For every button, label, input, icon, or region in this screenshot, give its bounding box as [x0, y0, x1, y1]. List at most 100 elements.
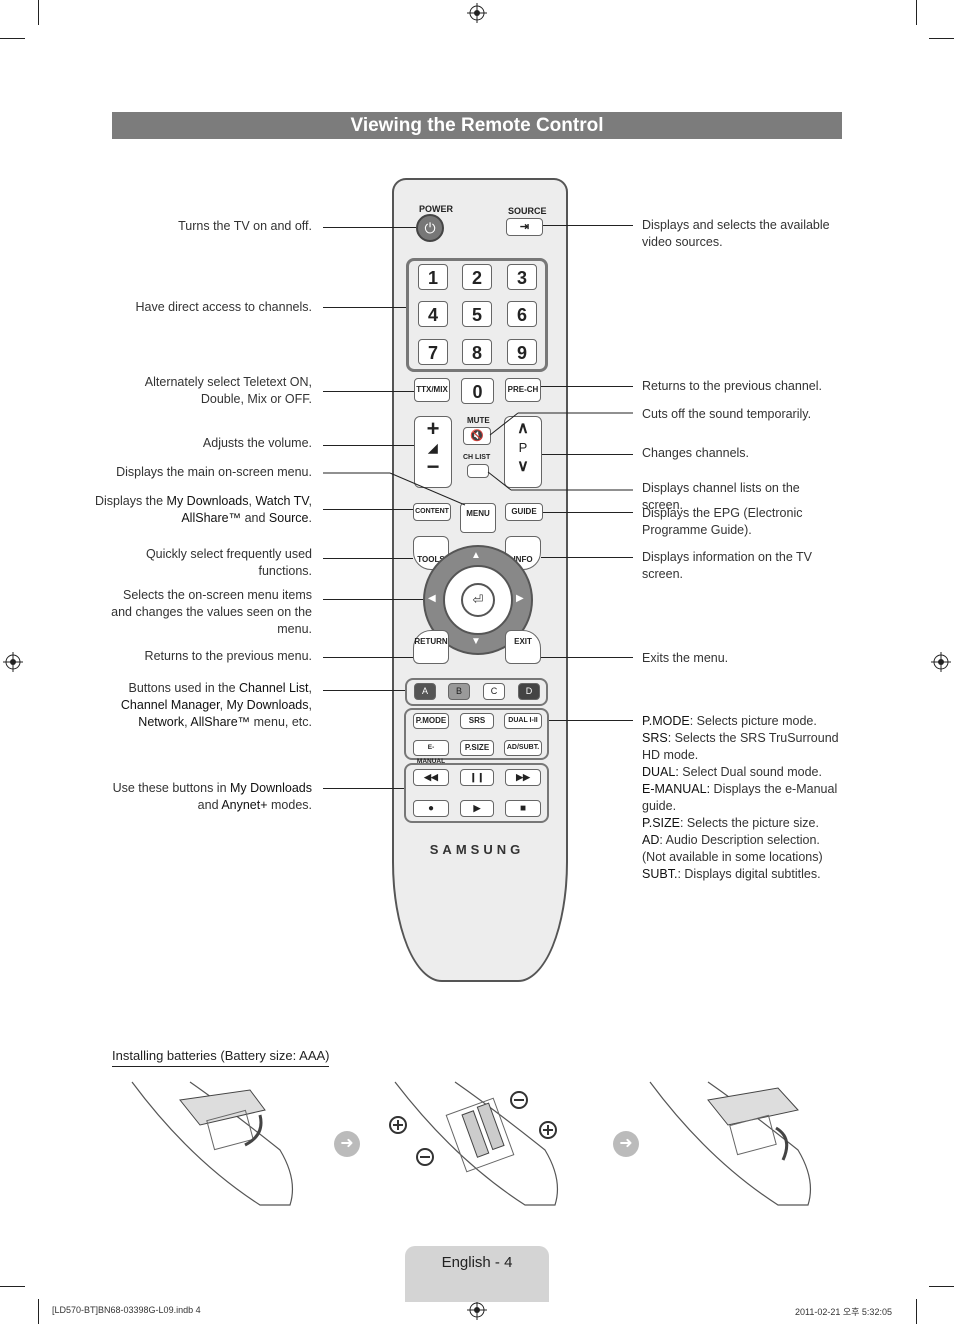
- enter-button[interactable]: ⏎: [461, 583, 495, 617]
- function-key: SUBT.: [642, 867, 678, 881]
- guide-button[interactable]: GUIDE: [505, 503, 543, 521]
- callout-line: [323, 227, 416, 228]
- text-bold: Network: [138, 715, 185, 729]
- text: Use these buttons in: [112, 781, 231, 795]
- menu-button[interactable]: MENU: [460, 503, 496, 533]
- function-key: P.MODE: [642, 714, 690, 728]
- volume-up-icon[interactable]: +: [426, 416, 440, 441]
- color-b-button[interactable]: B: [448, 683, 470, 700]
- function-text: Select Dual sound mode.: [678, 765, 822, 779]
- text: ,: [184, 715, 191, 729]
- digit-7-button[interactable]: 7: [418, 339, 448, 365]
- digit-5-button[interactable]: 5: [462, 301, 492, 327]
- crop-mark: [38, 1299, 39, 1324]
- pmode-button[interactable]: P.MODE: [413, 713, 449, 729]
- digit-4-button[interactable]: 4: [418, 301, 448, 327]
- function-text: : Displays digital subtitles.: [677, 867, 821, 881]
- dual-button[interactable]: DUAL I-II: [504, 713, 542, 729]
- color-c-button[interactable]: C: [483, 683, 505, 700]
- emanual-button[interactable]: E-MANUAL: [413, 740, 449, 765]
- crop-mark: [38, 0, 39, 25]
- label-prech: Returns to the previous channel.: [642, 379, 822, 393]
- function-key: E-MANUAL:: [642, 782, 711, 796]
- arrow-left-icon[interactable]: ◀: [428, 593, 436, 604]
- callout-line: [323, 472, 466, 506]
- power-button[interactable]: ⏻: [416, 214, 444, 242]
- text-bold: Anynet+: [221, 798, 268, 812]
- footer-timestamp: 2011-02-21 오후 5:32:05: [795, 1307, 892, 1317]
- color-d-button[interactable]: D: [518, 683, 540, 700]
- text: Buttons used in the: [128, 681, 240, 695]
- channel-p-label: P: [518, 440, 528, 455]
- return-button[interactable]: RETURN: [413, 630, 449, 664]
- volume-icon: ◢: [428, 441, 438, 455]
- function-item: SRS: Selects the SRS TruSurround HD mode…: [642, 730, 842, 764]
- color-keys-group: [405, 678, 548, 706]
- play-icon[interactable]: ▶: [460, 800, 494, 817]
- pause-icon[interactable]: ❙❙: [460, 769, 494, 786]
- digit-8-button[interactable]: 8: [462, 339, 492, 365]
- crop-mark: [0, 1286, 25, 1287]
- callout-line: [543, 512, 633, 513]
- text-bold: My Downloads: [226, 698, 309, 712]
- function-text: : Audio Description selection. (Not avai…: [642, 833, 823, 864]
- stop-icon[interactable]: ■: [505, 800, 541, 817]
- crop-mark: [916, 1299, 917, 1324]
- psize-button[interactable]: P.SIZE: [460, 740, 494, 756]
- callout-line: [323, 307, 406, 308]
- text: ,: [219, 698, 227, 712]
- callout-line: [489, 412, 633, 436]
- function-key: P.SIZE: [642, 816, 680, 830]
- srs-button[interactable]: SRS: [460, 713, 494, 729]
- chlist-button[interactable]: [467, 464, 489, 478]
- text: Displays the: [94, 494, 167, 508]
- ttx-mix-button[interactable]: TTX/MIX: [414, 378, 450, 402]
- volume-down-icon[interactable]: −: [426, 454, 440, 479]
- function-key: AD: [642, 833, 660, 847]
- callout-line: [323, 599, 423, 600]
- digit-0-button[interactable]: 0: [461, 378, 494, 404]
- number-pad: [406, 258, 548, 372]
- text: and: [241, 511, 269, 525]
- callout-line: [323, 391, 414, 392]
- text: ,: [308, 681, 312, 695]
- channel-up-icon[interactable]: ∧: [517, 420, 529, 437]
- volume-rocker[interactable]: + ◢ −: [414, 416, 452, 488]
- arrow-right-icon[interactable]: ▶: [516, 593, 524, 604]
- rewind-icon[interactable]: ◀◀: [413, 769, 449, 786]
- exit-button[interactable]: EXIT: [505, 630, 541, 664]
- label-arrows: Selects the on-screen menu items and cha…: [111, 588, 312, 636]
- text: menu, etc.: [250, 715, 312, 729]
- text: .: [308, 511, 312, 525]
- arrow-down-icon[interactable]: ▼: [471, 636, 481, 647]
- fast-forward-icon[interactable]: ▶▶: [505, 769, 541, 786]
- prech-button[interactable]: PRE-CH: [505, 378, 541, 402]
- channel-down-icon[interactable]: ∨: [517, 458, 529, 475]
- digit-6-button[interactable]: 6: [507, 301, 537, 327]
- registration-icon: [931, 652, 951, 672]
- function-item: E-MANUAL: Displays the e-Manual guide.: [642, 781, 842, 815]
- callout-line: [487, 471, 633, 491]
- text: modes.: [267, 798, 312, 812]
- source-label: SOURCE: [508, 206, 547, 216]
- batteries-title: Installing batteries (Battery size: AAA): [112, 1048, 330, 1067]
- mute-button[interactable]: 🔇: [463, 427, 491, 445]
- callout-line: [323, 558, 413, 559]
- callout-line: [323, 690, 405, 691]
- arrow-up-icon[interactable]: ▲: [471, 550, 481, 561]
- color-a-button[interactable]: A: [414, 683, 436, 700]
- digit-3-button[interactable]: 3: [507, 264, 537, 290]
- digit-2-button[interactable]: 2: [462, 264, 492, 290]
- text-bold: Watch TV: [255, 494, 309, 508]
- callout-line: [541, 557, 633, 558]
- content-button[interactable]: CONTENT: [413, 503, 451, 521]
- adsubt-button[interactable]: AD/SUBT.: [504, 740, 542, 756]
- channel-rocker[interactable]: ∧ P ∨: [504, 416, 542, 488]
- label-chlist: Displays channel lists on the screen.: [642, 481, 800, 512]
- function-text: Displays the e-Manual guide.: [642, 782, 838, 813]
- source-button[interactable]: ⇥: [506, 218, 543, 236]
- digit-1-button[interactable]: 1: [418, 264, 448, 290]
- digit-9-button[interactable]: 9: [507, 339, 537, 365]
- callout-line: [541, 386, 633, 387]
- record-icon[interactable]: ●: [413, 800, 449, 817]
